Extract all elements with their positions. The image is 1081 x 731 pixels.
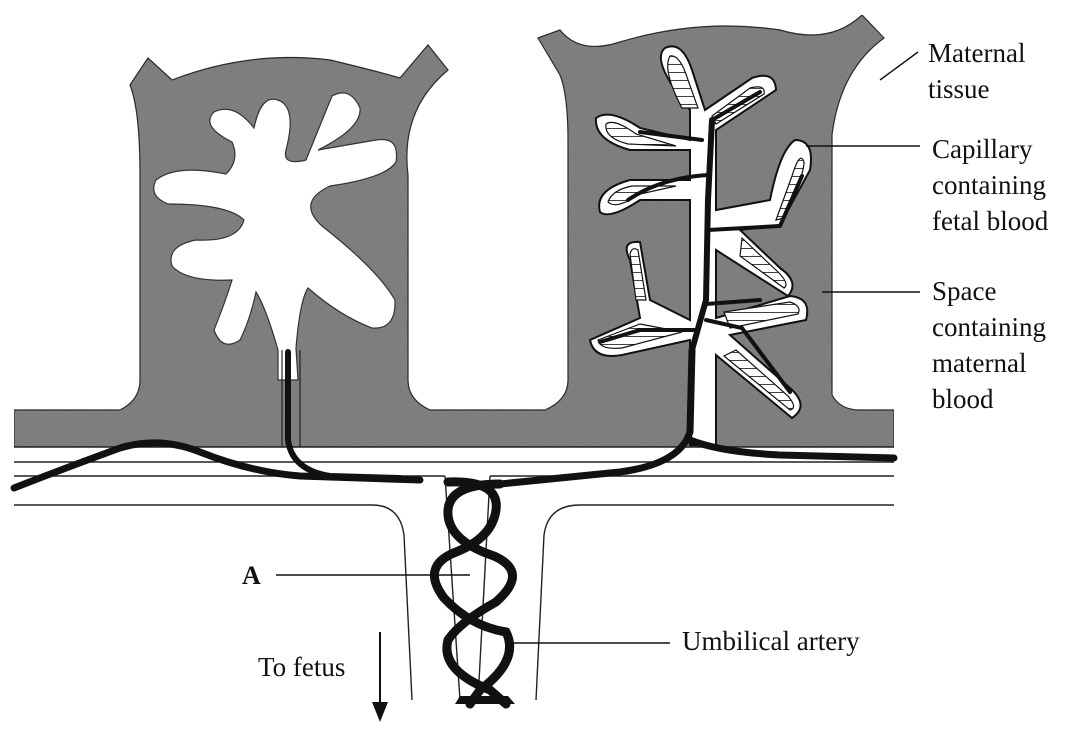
label-to-fetus: To fetus: [258, 652, 345, 682]
leader-maternal-tissue: [880, 52, 918, 80]
label-maternal-tissue-2: tissue: [928, 74, 990, 104]
label-space-2: containing: [932, 312, 1046, 342]
umbilical-vessels: [434, 482, 512, 704]
label-a: A: [242, 561, 261, 590]
label-maternal-tissue-1: Maternal: [928, 38, 1025, 68]
label-capillary-3: fetal blood: [932, 206, 1049, 236]
label-space-4: blood: [932, 384, 994, 414]
label-capillary-2: containing: [932, 170, 1046, 200]
cord-wall-left: [14, 505, 412, 700]
cord-inner-right: [478, 476, 490, 700]
label-capillary-1: Capillary: [932, 134, 1033, 164]
label-space-3: maternal: [932, 348, 1026, 378]
label-umbilical-artery: Umbilical artery: [682, 626, 860, 656]
label-space-1: Space: [932, 276, 996, 306]
cord-end: [455, 696, 515, 704]
left-wavy-vessel: [14, 443, 420, 488]
to-fetus-arrow: [372, 632, 388, 722]
cord-wall-right: [536, 505, 894, 700]
